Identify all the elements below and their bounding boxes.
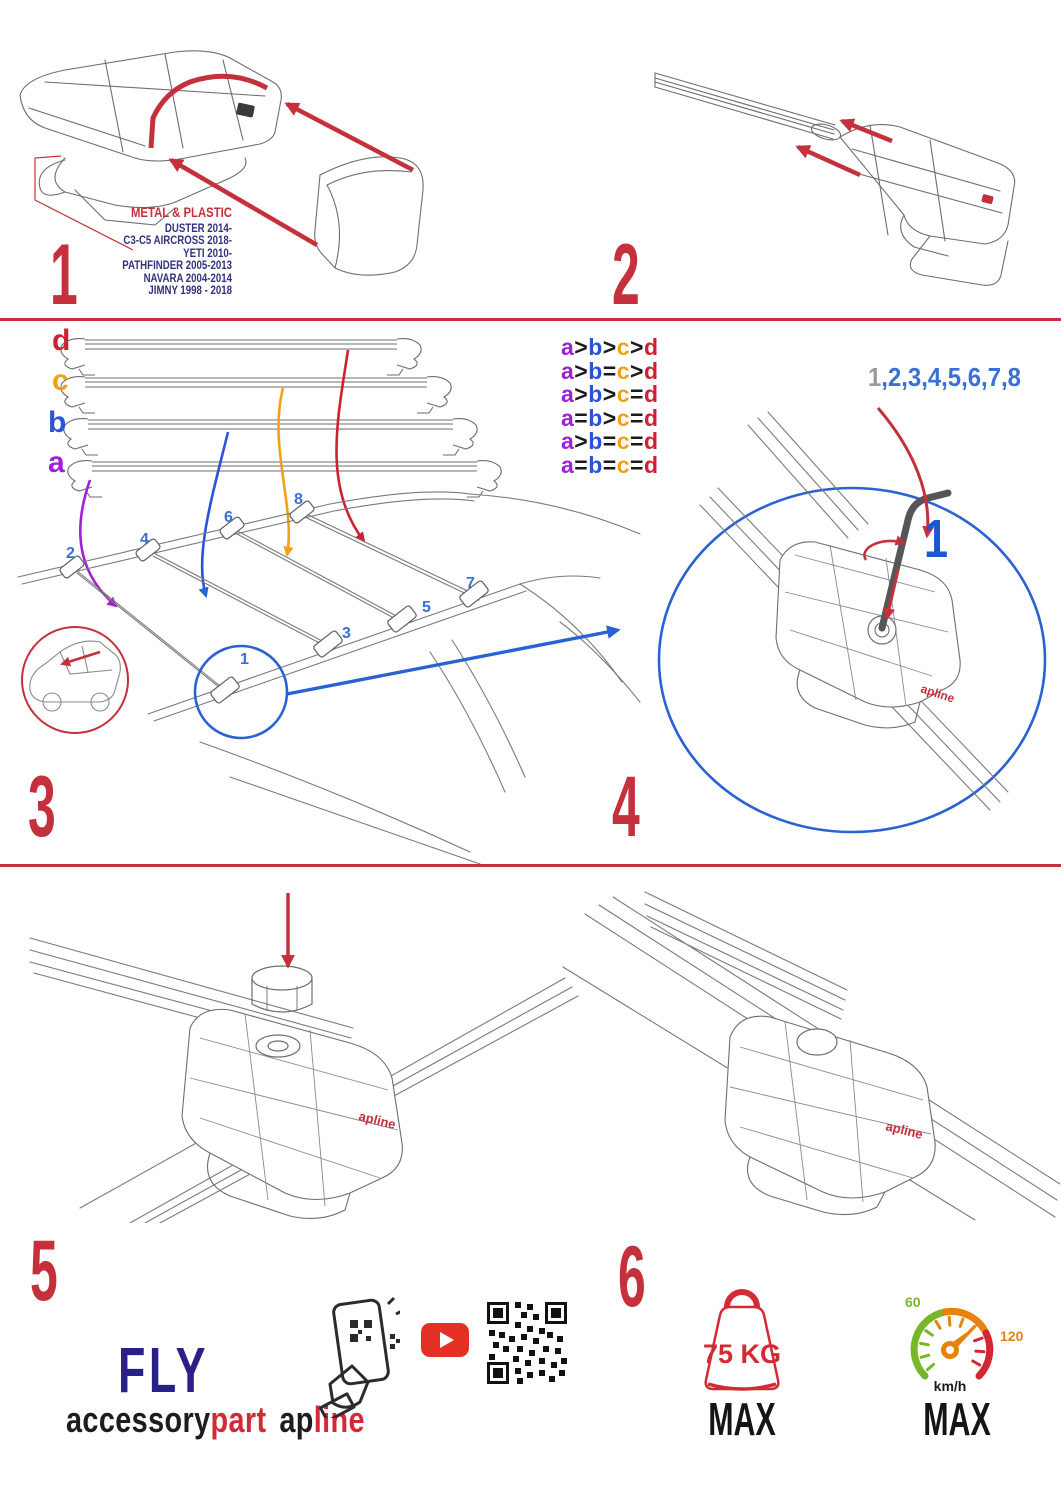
formula: a=b=c=d	[561, 451, 659, 478]
route-curve-a	[79, 479, 118, 608]
step1-number: 1	[50, 227, 78, 323]
allen-key	[878, 489, 952, 632]
max-weight-icon: 75 KG	[703, 1289, 781, 1391]
fitment-text-block: METAL & PLASTIC DUSTER 2014- C3-C5 AIRCR…	[88, 205, 232, 297]
roof-position-3: 3	[342, 625, 351, 642]
car-inset-drawing	[29, 640, 121, 712]
sequence-rest: ,2,3,4,5,6,7,8	[881, 362, 1021, 392]
bar-label-c: c	[52, 364, 69, 397]
red-arrow-lower	[795, 144, 861, 178]
wordmark-ap: ap	[279, 1399, 314, 1440]
clamp-logo-plate	[236, 102, 255, 118]
roof-position-2: 2	[66, 545, 75, 562]
bar-label-a: a	[48, 446, 65, 479]
model-line: PATHFINDER 2005-2013	[122, 260, 232, 273]
formula: a>b>c=d	[561, 381, 659, 407]
youtube-icon	[421, 1323, 469, 1357]
zoom-link-line	[286, 625, 621, 696]
press-arrow	[883, 569, 900, 621]
sequence-first: 1	[868, 362, 882, 392]
weight-max-label: MAX	[708, 1393, 776, 1445]
step4-number: 4	[612, 759, 640, 855]
step4-tighten-illustration: apline	[657, 407, 1047, 834]
fly-logo: FLY	[118, 1334, 209, 1406]
fastener-number: 1	[924, 509, 949, 569]
step2-number: 2	[612, 227, 640, 323]
roof-position-7: 7	[466, 575, 475, 592]
model-line: DUSTER 2014-	[164, 223, 232, 235]
speed-max-label: MAX	[923, 1393, 991, 1445]
sequence-arrow	[876, 407, 935, 539]
zoom-circle	[657, 486, 1047, 834]
red-arrow-cover-to-clamp	[284, 102, 415, 172]
leader-line	[34, 155, 134, 251]
weight-value: 75 KG	[703, 1339, 781, 1369]
position1-highlight-circle	[193, 644, 289, 740]
car-direction-arrow	[60, 650, 101, 667]
roof-position-1: 1	[240, 651, 249, 668]
formula: a>b=c>d	[561, 357, 659, 384]
wordmark-accessory: accessory	[66, 1399, 211, 1440]
bar-label-d: d	[52, 324, 71, 357]
wordmark-part: part	[210, 1399, 267, 1440]
model-line: NAVARA 2004-2014	[143, 272, 232, 285]
speed-min-label: 60	[905, 1294, 921, 1310]
step3-number: 3	[28, 759, 56, 855]
material-label: METAL & PLASTIC	[130, 205, 232, 220]
section-divider	[0, 864, 1061, 867]
roof-position-6: 6	[224, 509, 233, 526]
roof-position-8: 8	[294, 491, 303, 508]
qr-code	[487, 1302, 567, 1384]
red-arrow-cover-lower	[168, 158, 319, 247]
bar-label-b: b	[48, 406, 67, 439]
route-curve-b	[198, 431, 230, 598]
tightening-sequence: 1,2,3,4,5,6,7,8	[868, 362, 1021, 393]
model-line: C3-C5 AIRCROSS 2018-	[123, 235, 232, 248]
clamp-logo-plate	[981, 194, 994, 205]
formula: a>b=c=d	[561, 428, 659, 454]
red-arrow-upper	[839, 118, 893, 144]
car-inset-circle	[21, 626, 129, 734]
roof-position-5: 5	[422, 599, 431, 616]
formula: a=b>c=d	[561, 404, 659, 431]
max-speed-icon: 60 120 km/h	[905, 1294, 1024, 1394]
step6-finished-illustration: apline	[562, 891, 1060, 1221]
step3-roof-layout-illustration	[17, 338, 641, 865]
speed-unit-label: km/h	[934, 1378, 967, 1394]
rotation-arrow	[863, 535, 906, 561]
step1-clamp-exploded-illustration	[19, 50, 424, 276]
speed-max-value-label: 120	[1000, 1328, 1024, 1344]
roof-position-4: 4	[140, 531, 149, 548]
step5-cap-press-illustration: apline	[29, 893, 579, 1223]
step6-number: 6	[618, 1229, 646, 1325]
section-divider	[0, 318, 1061, 321]
step2-bar-insert-illustration	[654, 72, 1016, 286]
step5-number: 5	[30, 1223, 58, 1319]
route-curve-c	[277, 387, 294, 558]
route-curve-d	[335, 349, 366, 543]
model-line: JIMNY 1998 - 2018	[148, 285, 232, 298]
formula: a>b>c>d	[561, 334, 659, 360]
qr-scan-phone-icon	[318, 1296, 400, 1418]
model-line: YETI 2010-	[183, 247, 232, 260]
